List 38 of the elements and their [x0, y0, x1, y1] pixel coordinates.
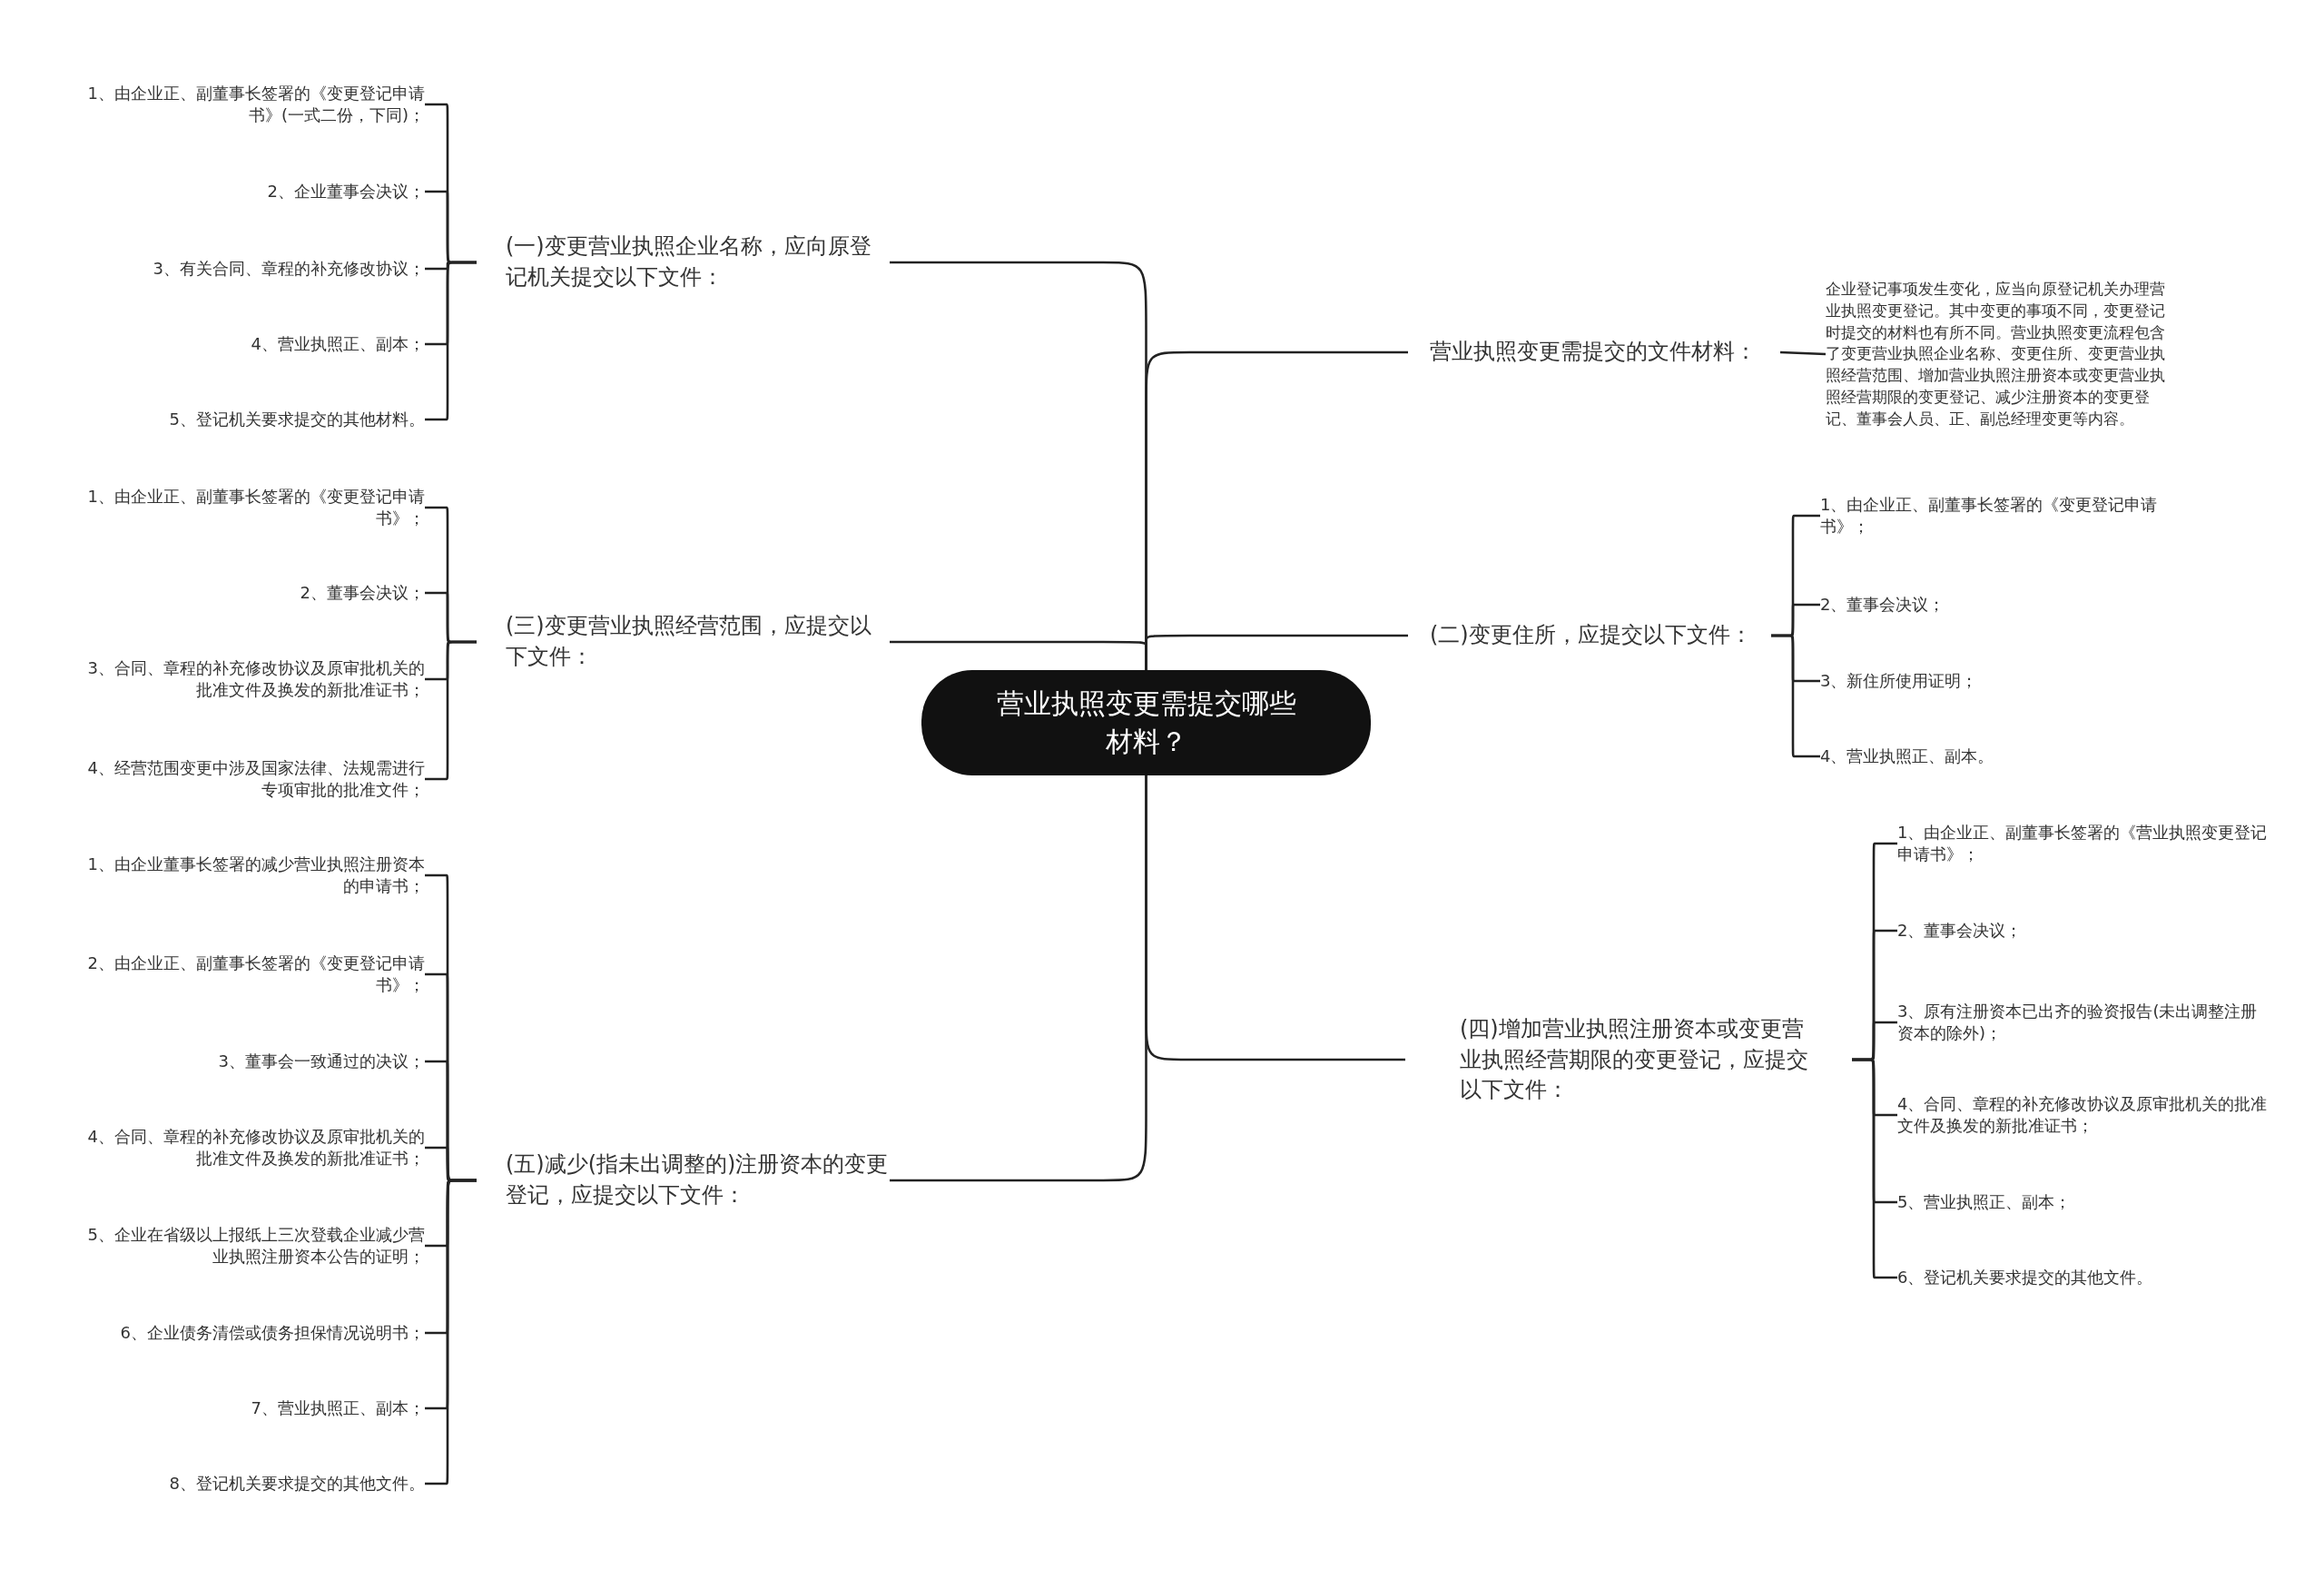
- connector-line: [1779, 350, 1827, 356]
- list-item: 3、董事会一致通过的决议；: [80, 1050, 425, 1073]
- list-item: 2、董事会决议；: [1897, 919, 2270, 942]
- list-item: 3、原有注册资本已出齐的验资报告(未出调整注册资本的除外)；: [1897, 1000, 2270, 1045]
- connector-line: [1145, 634, 1408, 670]
- list-item: 7、营业执照正、副本；: [80, 1396, 425, 1420]
- branch-topic: (四)增加营业执照注册资本或变更营业执照经营期限的变更登记，应提交以下文件：: [1405, 1013, 1852, 1106]
- list-item: 4、营业执照正、副本；: [80, 332, 425, 356]
- list-item: 6、登记机关要求提交的其他文件。: [1897, 1266, 2270, 1289]
- list-item: 2、董事会决议；: [1820, 593, 2174, 617]
- list-item: 1、由企业正、副董事长签署的《变更登记申请书》(一式二份，下同)；: [80, 82, 425, 127]
- central-topic: 营业执照变更需提交哪些材料？: [921, 670, 1371, 775]
- list-item: 3、新住所使用证明；: [1820, 669, 2174, 693]
- branch-topic: 营业执照变更需提交的文件材料：: [1408, 337, 1780, 368]
- list-item: 8、登记机关要求提交的其他文件。: [80, 1472, 425, 1495]
- list-item: 4、营业执照正、副本。: [1820, 745, 2174, 768]
- branch-topic: (一)变更营业执照企业名称，应向原登记机关提交以下文件：: [477, 232, 890, 293]
- list-item: 4、经营范围变更中涉及国家法律、法规需进行专项审批的批准文件；: [80, 756, 425, 802]
- list-item: 2、董事会决议；: [80, 581, 425, 605]
- list-item: 1、由企业正、副董事长签署的《变更登记申请书》；: [1820, 493, 2174, 538]
- connector-line: [1145, 775, 1405, 1061]
- list-item: 4、合同、章程的补充修改协议及原审批机关的批准文件及换发的新批准证书；: [1897, 1092, 2270, 1138]
- list-item: 2、由企业正、副董事长签署的《变更登记申请书》；: [80, 952, 425, 997]
- list-item: 2、企业董事会决议；: [80, 180, 425, 203]
- list-item: 5、登记机关要求提交的其他材料。: [80, 408, 425, 431]
- description-text: 企业登记事项发生变化，应当向原登记机关办理营业执照变更登记。其中变更的事项不同，变更登记时提交的材料也有所不同。营业执照变更流程包含了变更营业执照企业名称、变更住所、变更营业执照经营范围、增加营业执照注册资本或变更营业执照经营期限的变更登记、减少注册资本的变更登记、董事会人员、正、副总经理变更等内容。: [1826, 278, 2166, 430]
- list-item: 4、合同、章程的补充修改协议及原审批机关的批准文件及换发的新批准证书；: [80, 1125, 425, 1170]
- branch-topic: (五)减少(指未出调整的)注册资本的变更登记，应提交以下文件：: [477, 1150, 890, 1211]
- list-item: 6、企业债务清偿或债务担保情况说明书；: [80, 1321, 425, 1345]
- list-item: 5、企业在省级以上报纸上三次登载企业减少营业执照注册资本公告的证明；: [80, 1223, 425, 1268]
- branch-topic: (三)变更营业执照经营范围，应提交以下文件：: [477, 611, 890, 673]
- list-item: 3、合同、章程的补充修改协议及原审批机关的批准文件及换发的新批准证书；: [80, 656, 425, 702]
- list-item: 5、营业执照正、副本；: [1897, 1190, 2270, 1214]
- branch-topic: (二)变更住所，应提交以下文件：: [1408, 620, 1771, 651]
- list-item: 1、由企业正、副董事长签署的《营业执照变更登记申请书》；: [1897, 821, 2270, 866]
- list-item: 1、由企业董事长签署的减少营业执照注册资本的申请书；: [80, 853, 425, 898]
- list-item: 1、由企业正、副董事长签署的《变更登记申请书》；: [80, 485, 425, 530]
- list-item: 3、有关合同、章程的补充修改协议；: [80, 257, 425, 281]
